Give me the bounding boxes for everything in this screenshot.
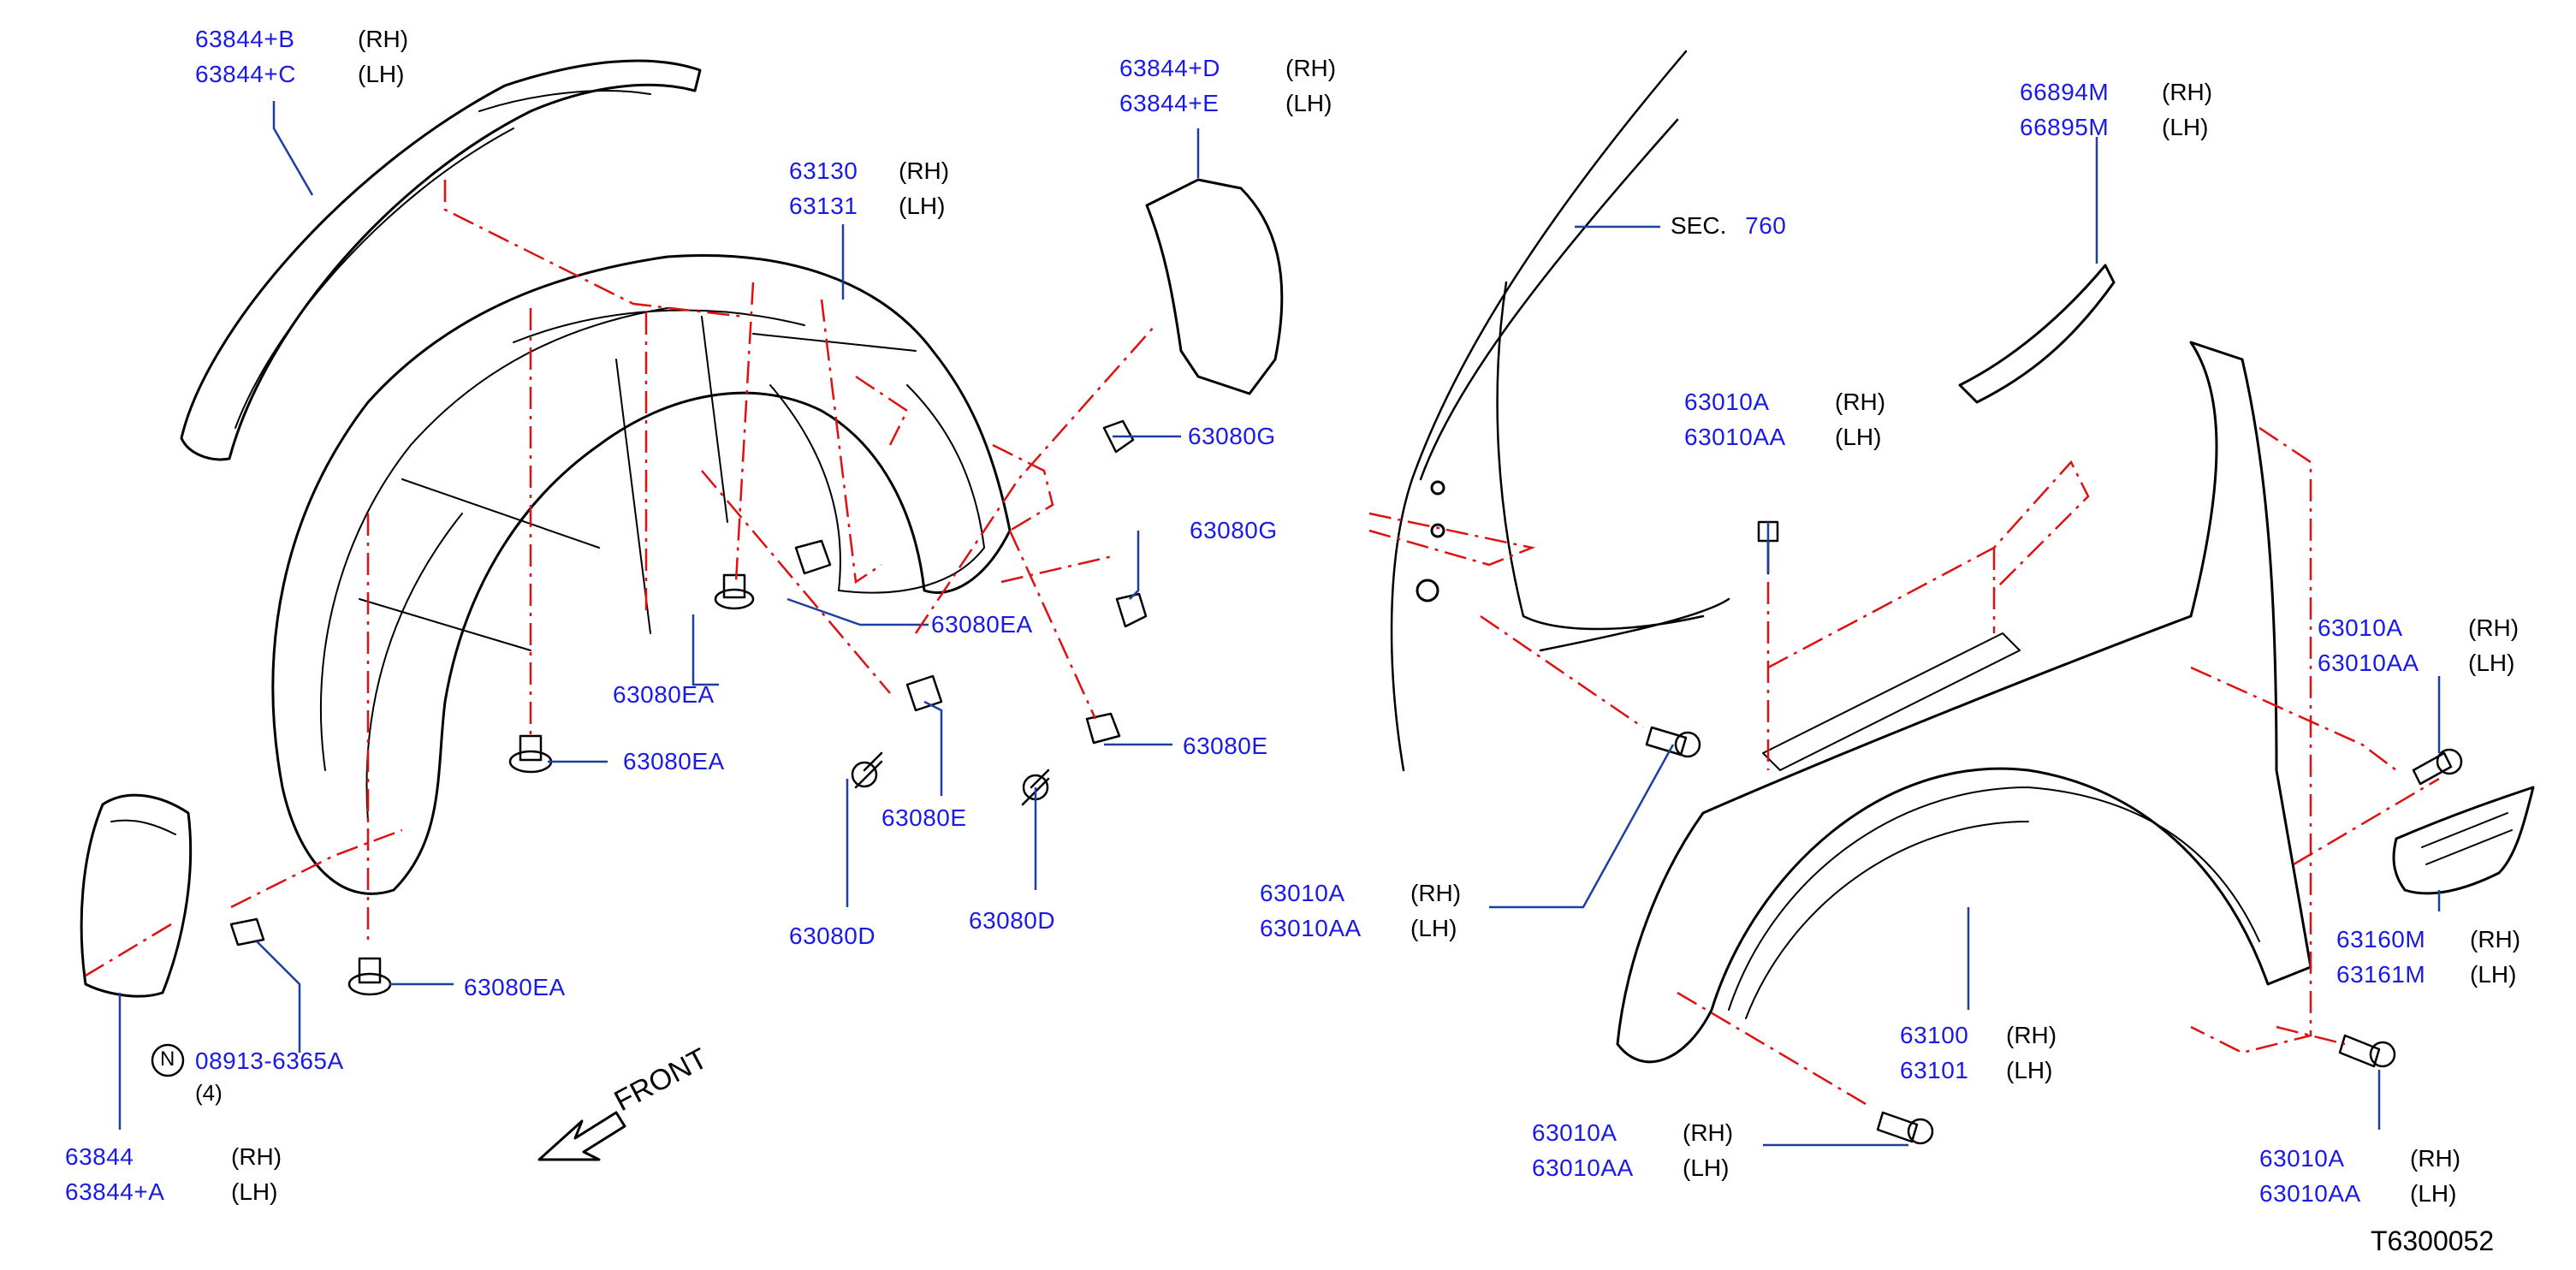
part-number: 63010A — [2318, 614, 2403, 641]
callout-63844B: 63844+B (RH) 63844+C (LH) — [195, 24, 408, 94]
callout-63010A-right: 63010A (RH) 63010AA (LH) — [2318, 613, 2519, 683]
label-63080EA-3: 63080EA — [623, 748, 725, 774]
callout-63844: 63844 (RH) 63844+A (LH) — [65, 1142, 282, 1212]
side-label: (RH) — [358, 26, 409, 52]
part-number: 63010AA — [1532, 1154, 1634, 1181]
side-label: (LH) — [1410, 915, 1457, 941]
side-label: (RH) — [2470, 926, 2521, 952]
label-63080E-2: 63080E — [1183, 733, 1268, 759]
part-number: 63844+A — [65, 1178, 165, 1205]
side-label: (LH) — [231, 1178, 278, 1205]
side-label: (RH) — [231, 1143, 282, 1170]
n-symbol-letter: N — [160, 1047, 175, 1071]
side-label: (LH) — [1683, 1154, 1730, 1181]
label-63080EA-1: 63080EA — [931, 611, 1033, 638]
label-63080EA-2: 63080EA — [613, 681, 715, 708]
side-label: (RH) — [2468, 614, 2520, 641]
front-fender — [1616, 341, 2312, 1064]
splash-guard-rh — [1145, 178, 1284, 395]
part-number: 63010AA — [2318, 650, 2419, 676]
callout-63130: 63130 (RH) 63131 (LH) — [789, 156, 949, 226]
part-number: 66895M — [2020, 114, 2110, 140]
sec-number: 760 — [1745, 212, 1787, 239]
fender-liner — [271, 253, 1012, 895]
side-label: (LH) — [358, 61, 405, 87]
part-number: 63130 — [789, 157, 858, 184]
leader-lines — [118, 101, 2441, 1147]
side-label: (RH) — [2162, 79, 2213, 105]
side-label: (RH) — [1683, 1119, 1734, 1146]
side-label: (LH) — [2470, 961, 2517, 988]
label-63080D-1: 63080D — [789, 923, 876, 949]
part-number: 63010A — [1532, 1119, 1617, 1146]
body-side-panel — [1390, 50, 1730, 772]
side-label: (LH) — [899, 193, 946, 219]
side-label: (RH) — [899, 157, 950, 184]
label-63080G-2: 63080G — [1190, 517, 1278, 543]
part-number: 63010AA — [1684, 424, 1786, 450]
n-symbol-icon — [151, 1043, 185, 1077]
callout-63010A-bottom-2: 63010A (RH) 63010AA (LH) — [2259, 1143, 2460, 1214]
callout-63010A-top: 63010A (RH) 63010AA (LH) — [1684, 387, 1885, 457]
part-number: 63010AA — [1260, 915, 1362, 941]
part-number: 63844+E — [1119, 90, 1220, 116]
part-number: 63844+B — [195, 26, 295, 52]
label-63080D-2: 63080D — [969, 907, 1056, 934]
part-number: 63010A — [1260, 880, 1345, 906]
part-number: 63844 — [65, 1143, 134, 1170]
side-label: (LH) — [1285, 90, 1333, 116]
sec-prefix: SEC. — [1671, 212, 1727, 239]
label-63080EA-4: 63080EA — [464, 974, 566, 1000]
part-number: 63010A — [2259, 1145, 2345, 1172]
bolt-group — [1645, 520, 2463, 1145]
part-number: 63131 — [789, 193, 858, 219]
callout-63010A-mid: 63010A (RH) 63010AA (LH) — [1260, 878, 1461, 948]
side-label: (RH) — [1410, 880, 1462, 906]
side-label: (LH) — [2468, 650, 2515, 676]
diagram-id: T6300052 — [2371, 1225, 2495, 1256]
mud-guard — [80, 793, 193, 998]
label-63080G-1: 63080G — [1188, 423, 1276, 449]
side-label: (LH) — [2410, 1180, 2457, 1207]
callout-66894M: 66894M (RH) 66895M (LH) — [2020, 77, 2212, 147]
callout-63160M: 63160M (RH) 63161M (LH) — [2336, 924, 2520, 994]
callout-63100: 63100 (RH) 63101 (LH) — [1900, 1020, 2057, 1090]
label-08913-6365A: 08913-6365A — [195, 1047, 344, 1074]
callout-63010A-bottom-1: 63010A (RH) 63010AA (LH) — [1532, 1118, 1733, 1188]
fender-bracket — [1958, 264, 2116, 404]
section-reference: SEC. 760 — [1671, 212, 1786, 240]
side-label: (RH) — [1285, 55, 1337, 81]
part-number: 66894M — [2020, 79, 2110, 105]
part-number: 63010A — [1684, 389, 1770, 415]
fender-garnish — [2392, 786, 2535, 895]
side-label: (RH) — [2410, 1145, 2461, 1172]
side-label: (RH) — [1835, 389, 1886, 415]
side-label: (LH) — [2162, 114, 2209, 140]
fender-arch-protector — [180, 59, 702, 461]
part-number: 63161M — [2336, 961, 2426, 988]
side-label: (LH) — [1835, 424, 1882, 450]
part-number: 63160M — [2336, 926, 2426, 952]
callout-63844D: 63844+D (RH) 63844+E (LH) — [1119, 53, 1336, 123]
part-number: 63010AA — [2259, 1180, 2361, 1207]
side-label: (RH) — [2006, 1022, 2057, 1048]
label-63080E-1: 63080E — [881, 804, 967, 831]
side-label: (LH) — [2006, 1057, 2053, 1083]
part-number: 63844+C — [195, 61, 296, 87]
part-number: 63101 — [1900, 1057, 1969, 1083]
phantom-lines — [85, 180, 2440, 1106]
label-quantity: (4) — [195, 1080, 223, 1106]
part-number: 63100 — [1900, 1022, 1969, 1048]
part-number: 63844+D — [1119, 55, 1220, 81]
front-arrow-icon — [537, 1111, 626, 1161]
